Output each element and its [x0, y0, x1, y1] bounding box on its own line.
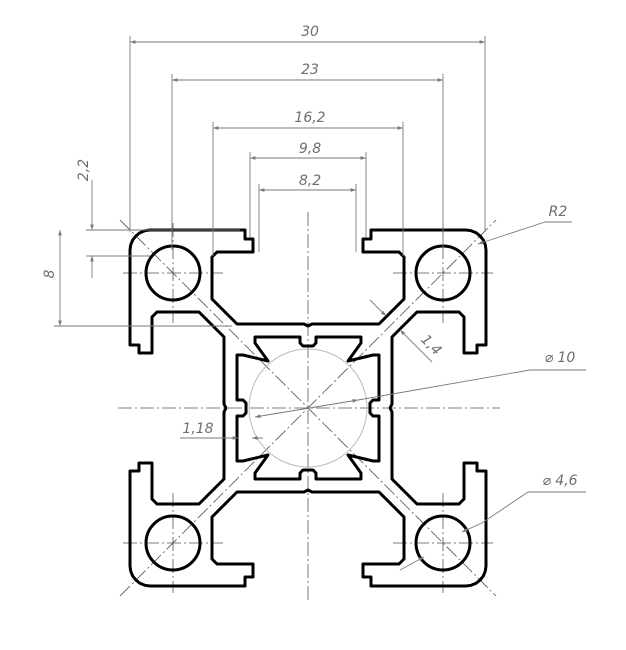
dimension-8-2: 8,2: [258, 173, 357, 252]
dimension-1-18: 1,18: [180, 421, 263, 440]
dimension-9-8: 9,8: [249, 141, 367, 238]
dimension-diameter-4-6: ⌀ 4,6: [399, 473, 586, 571]
dimension-23: 23: [171, 62, 444, 250]
dimension-label: 9,8: [299, 141, 321, 157]
dimension-16-2: 16,2: [212, 110, 404, 256]
dimension-label: 1,4: [417, 332, 444, 359]
dimension-label: 8,2: [299, 173, 321, 189]
corner-hole-bottom-right: [414, 514, 472, 572]
dimension-30: 30: [129, 24, 486, 232]
dimension-label: 2,2: [76, 159, 92, 181]
dimension-label: R2: [549, 204, 568, 220]
dimension-2-2: 2,2: [76, 159, 240, 278]
corner-hole-top-left: [144, 244, 202, 302]
dimension-diameter-10: ⌀ 10: [254, 350, 586, 418]
core-circle: [248, 348, 368, 468]
dimension-label: 8: [42, 269, 58, 278]
corner-hole-bottom-left: [144, 514, 202, 572]
central-cavity: [235, 335, 381, 481]
center-lines: [118, 212, 500, 602]
dimension-label: ⌀ 4,6: [542, 473, 577, 489]
dimension-label: ⌀ 10: [545, 350, 576, 366]
dimension-label: 30: [301, 24, 319, 40]
dimension-label: 16,2: [294, 110, 325, 126]
outer-contour: [128, 228, 488, 588]
dimension-8: 8: [42, 230, 232, 327]
dimension-label: 1,18: [182, 421, 213, 437]
dimension-label: 23: [301, 62, 319, 78]
dimension-r2: R2: [477, 204, 572, 245]
